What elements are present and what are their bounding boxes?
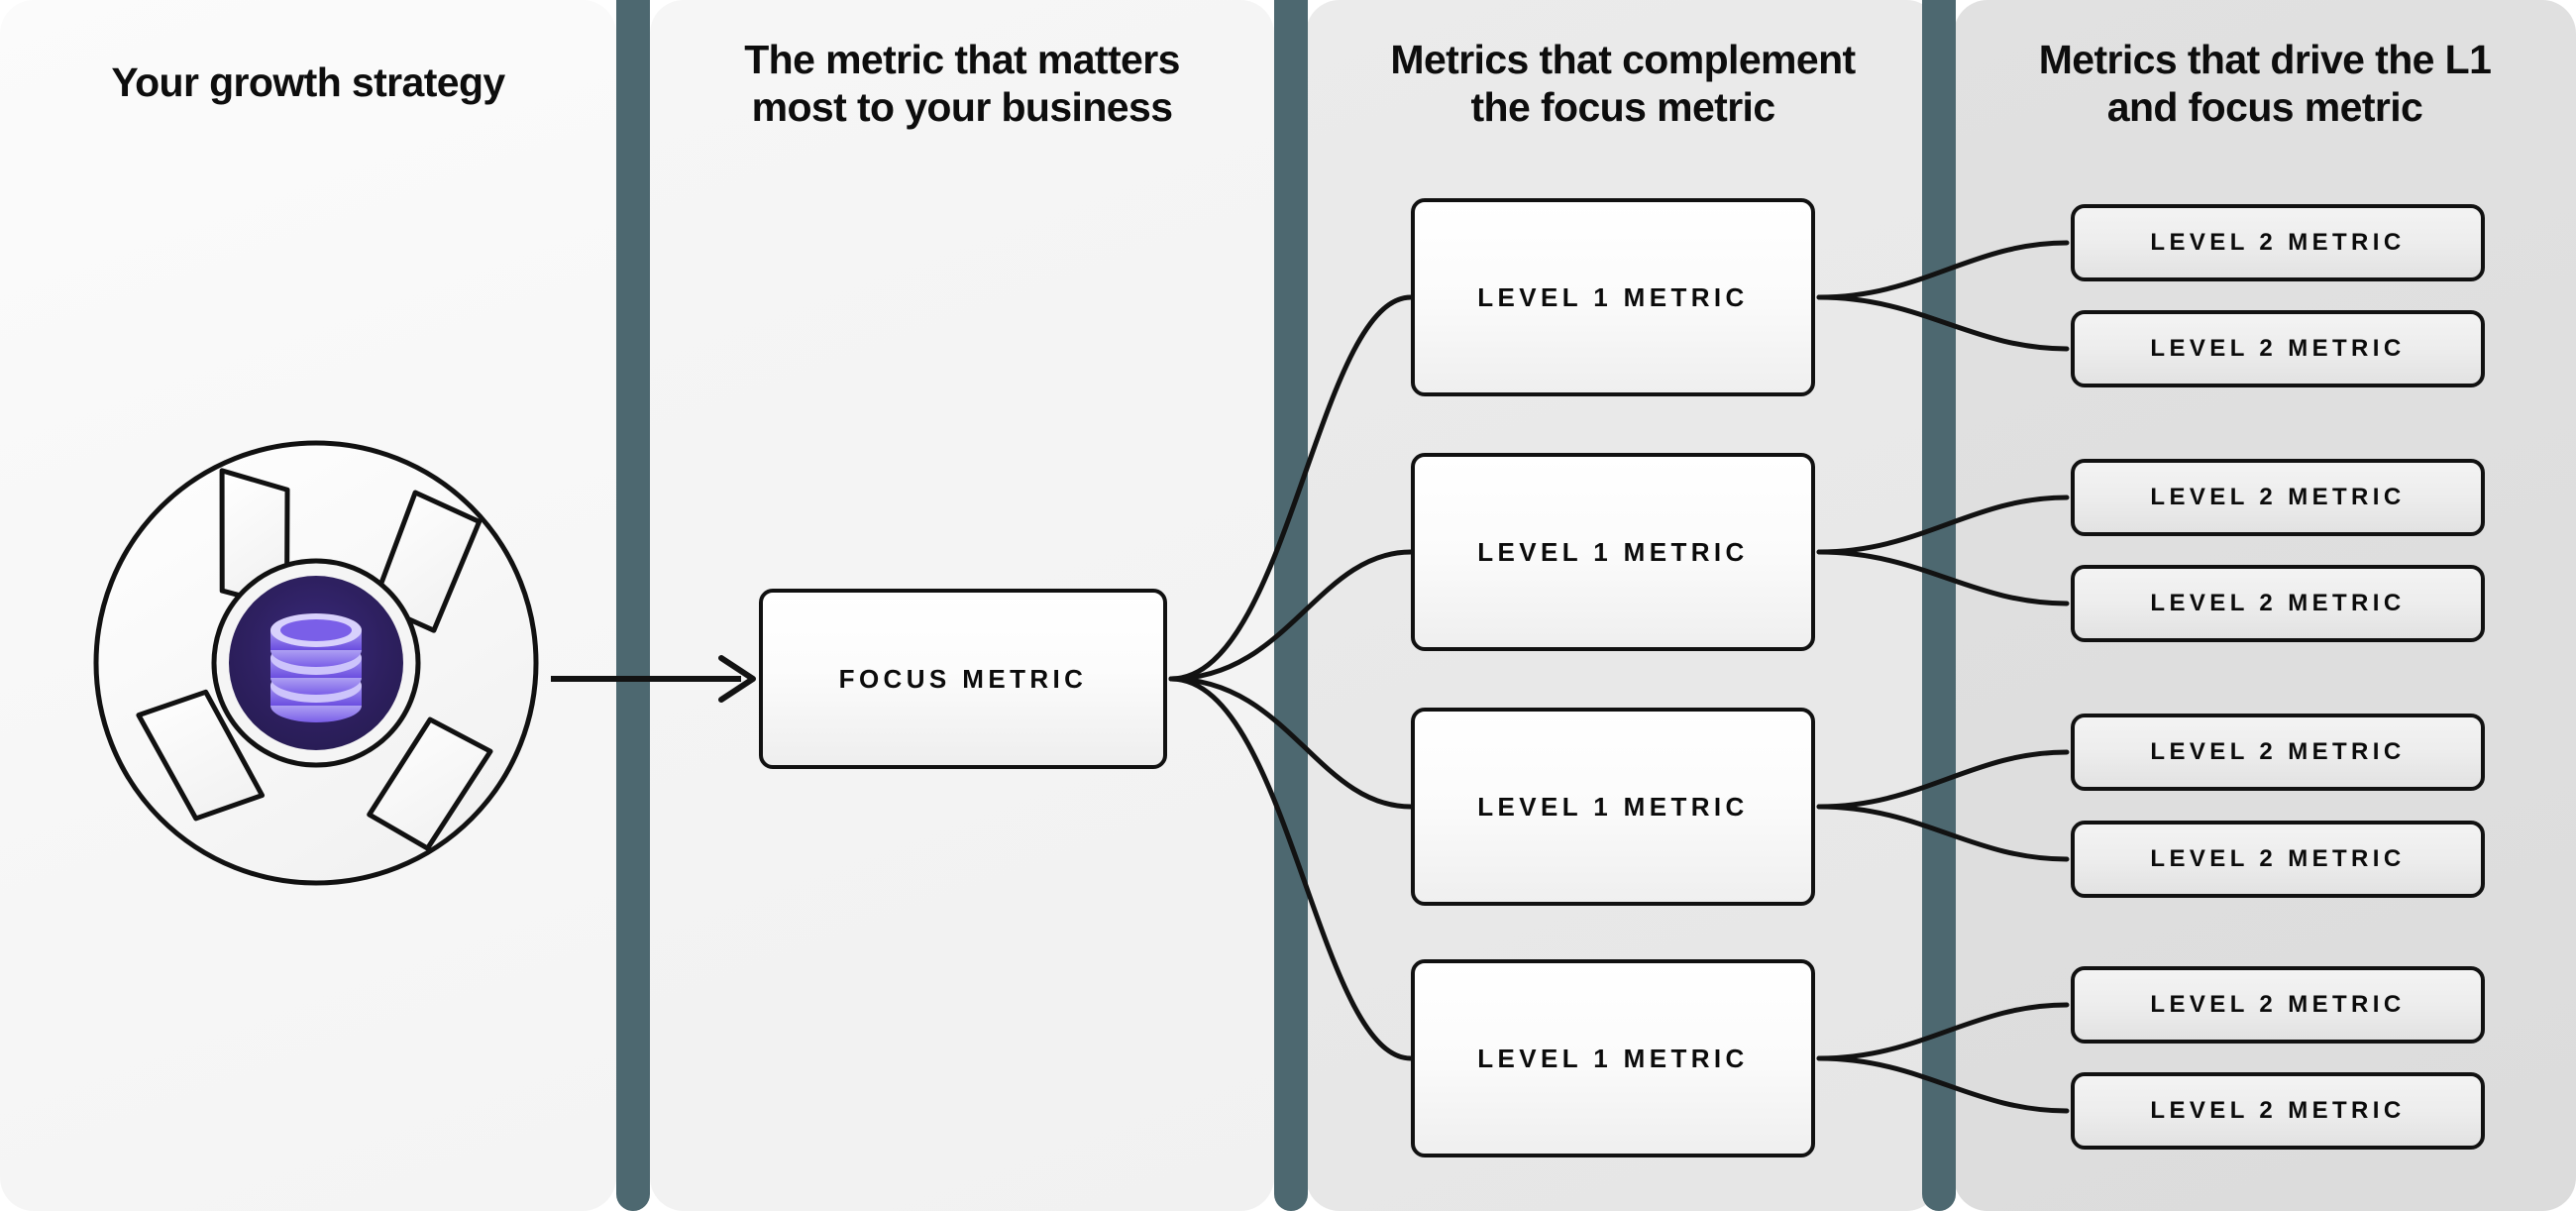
node-level2-metric-5[interactable]: LEVEL 2 METRIC	[2071, 714, 2485, 791]
node-level1-metric-1[interactable]: LEVEL 1 METRIC	[1411, 198, 1815, 396]
column-divider-1	[616, 0, 650, 1211]
column-heading-growth-strategy: Your growth strategy	[111, 59, 505, 105]
database-icon	[270, 613, 362, 722]
data-pinwheel-logo	[83, 430, 549, 896]
node-level2-metric-2[interactable]: LEVEL 2 METRIC	[2071, 310, 2485, 387]
node-level2-metric-1[interactable]: LEVEL 2 METRIC	[2071, 204, 2485, 281]
node-level2-metric-8[interactable]: LEVEL 2 METRIC	[2071, 1072, 2485, 1150]
column-divider-2	[1274, 0, 1308, 1211]
node-focus-metric[interactable]: FOCUS METRIC	[759, 589, 1167, 769]
node-level1-metric-3[interactable]: LEVEL 1 METRIC	[1411, 708, 1815, 906]
node-level2-metric-4[interactable]: LEVEL 2 METRIC	[2071, 565, 2485, 642]
node-level1-metric-4[interactable]: LEVEL 1 METRIC	[1411, 959, 1815, 1157]
node-level2-metric-7[interactable]: LEVEL 2 METRIC	[2071, 966, 2485, 1044]
node-level1-metric-2[interactable]: LEVEL 1 METRIC	[1411, 453, 1815, 651]
column-divider-3	[1922, 0, 1956, 1211]
node-level2-metric-3[interactable]: LEVEL 2 METRIC	[2071, 459, 2485, 536]
node-level2-metric-6[interactable]: LEVEL 2 METRIC	[2071, 821, 2485, 898]
